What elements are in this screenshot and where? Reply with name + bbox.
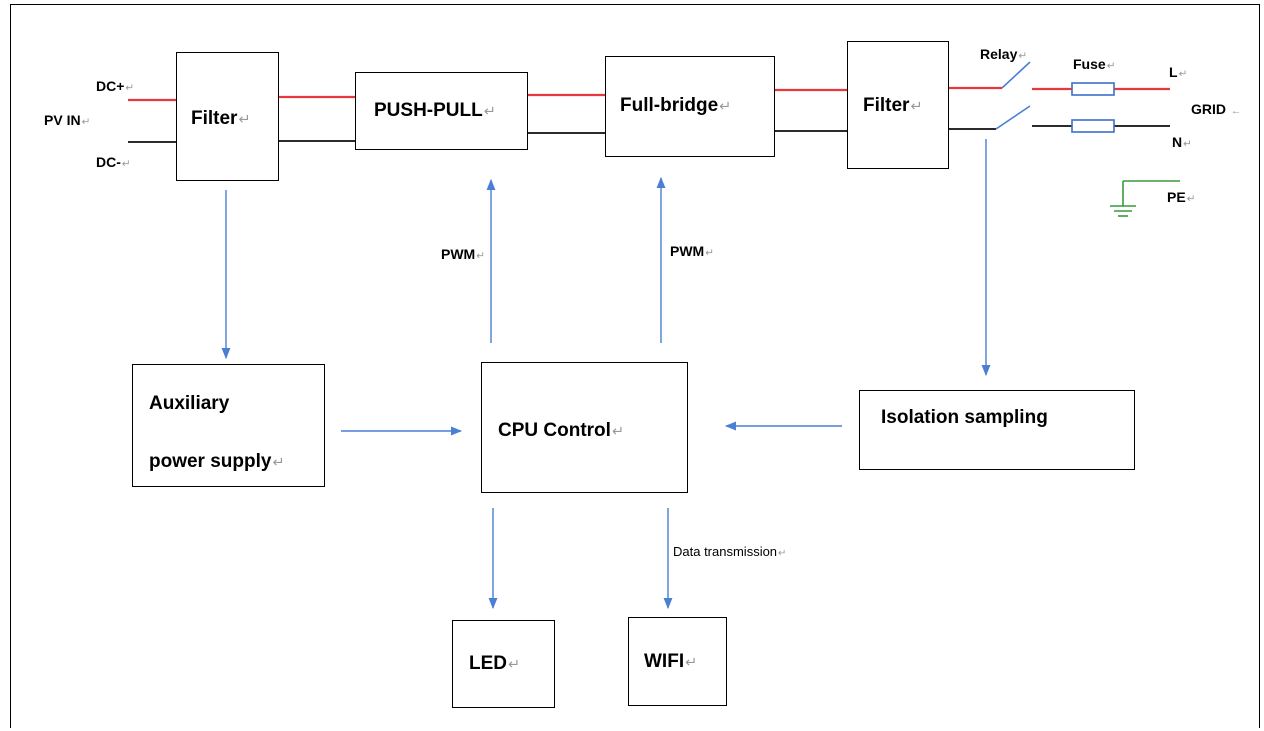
isolation-sampling-block: Isolation sampling [859,390,1135,470]
led-block: LED↵ [452,620,555,708]
isolation-sampling-label: Isolation sampling [881,407,1048,428]
wifi-block: WIFI↵ [628,617,727,706]
ground-symbol [1110,180,1180,217]
relay-switch [995,61,1031,130]
output-filter-label: Filter↵ [863,95,923,116]
line-n-label: N↵ [1172,134,1192,150]
dc-plus-label: DC+↵ [96,78,135,94]
line-l-label: L↵ [1169,64,1188,80]
auxiliary-label-line2: power supply↵ [149,451,285,472]
data-transmission-label: Data transmission↵ [673,544,787,559]
fuse-symbols [1071,82,1115,133]
full-bridge-label: Full-bridge↵ [620,95,732,116]
led-label: LED↵ [469,653,520,674]
input-filter-block: Filter↵ [176,52,279,181]
diagram-frame [10,4,1260,728]
push-pull-block: PUSH-PULL↵ [355,72,528,150]
signal-arrows [221,139,991,610]
relay-label: Relay↵ [980,46,1028,62]
auxiliary-power-block: Auxiliary power supply↵ [132,364,325,487]
dc-minus-label: DC-↵ [96,154,131,170]
pe-label: PE↵ [1167,189,1196,205]
auxiliary-label-line1: Auxiliary [149,393,230,414]
full-bridge-block: Full-bridge↵ [605,56,775,157]
cpu-control-label: CPU Control↵ [498,420,624,441]
input-filter-label: Filter↵ [191,108,251,129]
wifi-label: WIFI↵ [644,651,698,672]
pwm-push-pull-label: PWM↵ [441,246,486,262]
grid-label: GRID ← [1191,101,1242,117]
push-pull-label: PUSH-PULL↵ [374,100,496,121]
output-filter-block: Filter↵ [847,41,949,169]
fuse-label: Fuse↵ [1073,56,1116,72]
pwm-full-bridge-label: PWM↵ [670,243,715,259]
pv-in-label: PV IN↵ [44,112,91,128]
cpu-control-block: CPU Control↵ [481,362,688,493]
